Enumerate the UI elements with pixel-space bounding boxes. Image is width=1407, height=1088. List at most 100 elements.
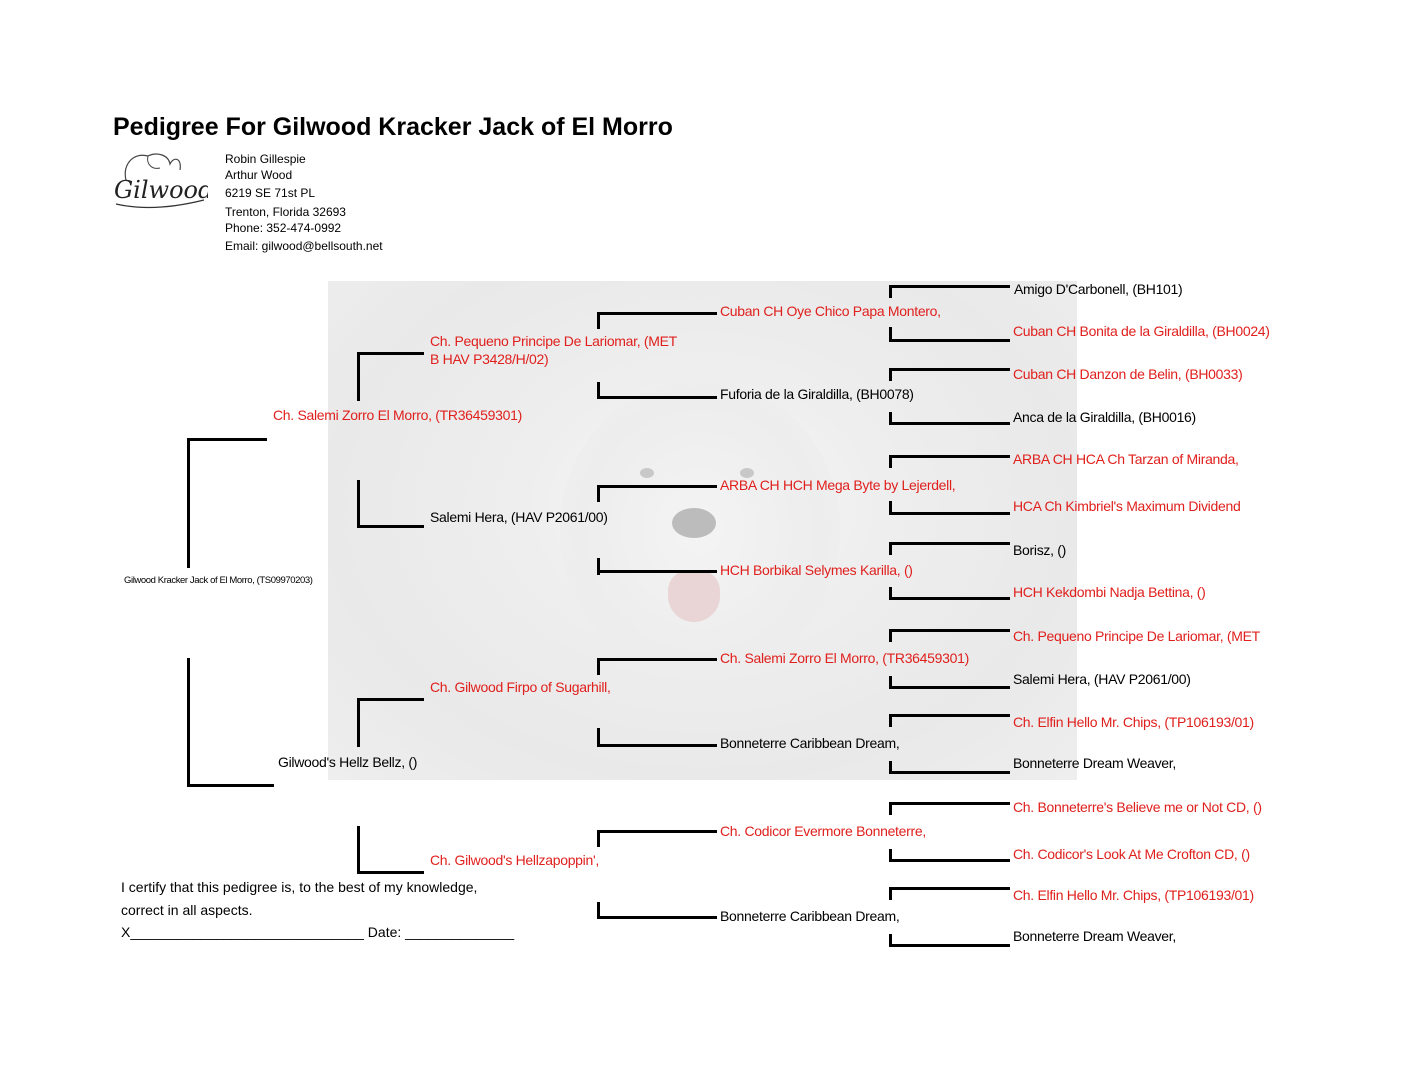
- bracket-g4b1: [889, 368, 892, 381]
- bracket-g4e2-arm: [889, 686, 1010, 689]
- gen4-h2: Bonneterre Dream Weaver,: [1013, 928, 1176, 944]
- gen3-b: Fuforia de la Giraldilla, (BH0078): [720, 386, 914, 402]
- gen4-a1: Amigo D'Carbonell, (BH101): [1014, 281, 1183, 297]
- bracket-g4b1-arm: [889, 368, 1010, 371]
- bracket-g3h-arm: [597, 916, 717, 919]
- gen4-e1: Ch. Pequeno Principe De Lariomar, (MET: [1013, 628, 1260, 644]
- gen4-c1: ARBA CH HCA Ch Tarzan of Miranda,: [1013, 451, 1239, 467]
- gen3-h: Bonneterre Caribbean Dream,: [720, 908, 900, 924]
- bracket-subject-top-arm: [187, 438, 267, 441]
- gen4-d2: HCH Kekdombi Nadja Bettina, (): [1013, 584, 1206, 600]
- bracket-g4c1-arm: [889, 455, 1010, 458]
- bracket-dam-top-arm: [357, 698, 424, 701]
- bracket-g4b2-arm: [889, 422, 1010, 425]
- svg-text:Gilwood: Gilwood: [114, 176, 208, 204]
- bracket-g4e1: [889, 629, 892, 642]
- bracket-g4d1: [889, 542, 892, 555]
- gen3-d: HCH Borbikal Selymes Karilla, (): [720, 562, 913, 578]
- gen3-e: Ch. Salemi Zorro El Morro, (TR36459301): [720, 650, 969, 666]
- contact-email: Email: gilwood@bellsouth.net: [225, 239, 383, 253]
- gen4-f2: Bonneterre Dream Weaver,: [1013, 755, 1176, 771]
- bracket-g3a-arm: [597, 312, 717, 315]
- bracket-g4h1: [889, 887, 892, 900]
- bracket-dam-top: [357, 698, 360, 747]
- certification-line-1: I certify that this pedigree is, to the …: [121, 879, 478, 895]
- gen2-sire-sire-line2: B HAV P3428/H/02): [430, 351, 549, 367]
- bracket-g4e2: [889, 676, 892, 689]
- bracket-g4h2-arm: [889, 944, 1010, 947]
- bracket-g4d2: [889, 587, 892, 600]
- bracket-sire-bottom-arm: [357, 525, 424, 528]
- gen3-a: Cuban CH Oye Chico Papa Montero,: [720, 303, 941, 319]
- gen2-sire-sire-line1: Ch. Pequeno Principe De Lariomar, (MET: [430, 333, 677, 349]
- bracket-sire-top: [357, 352, 360, 401]
- bracket-g4h1-arm: [889, 887, 1010, 890]
- bracket-g4e1-arm: [889, 629, 1010, 632]
- bracket-g4g2-arm: [889, 859, 1010, 862]
- gen2-sire-dam: Salemi Hera, (HAV P2061/00): [430, 509, 608, 525]
- bracket-g4a2-arm: [889, 339, 1010, 342]
- bracket-g4g2: [889, 849, 892, 862]
- gen4-f1: Ch. Elfin Hello Mr. Chips, (TP106193/01): [1013, 714, 1254, 730]
- gen4-a2: Cuban CH Bonita de la Giraldilla, (BH002…: [1013, 323, 1270, 339]
- bracket-g4f1-arm: [889, 714, 1010, 717]
- bracket-g4g1: [889, 802, 892, 815]
- gen3-f: Bonneterre Caribbean Dream,: [720, 735, 900, 751]
- bracket-sire-top-arm: [357, 352, 424, 355]
- page-title: Pedigree For Gilwood Kracker Jack of El …: [113, 113, 673, 141]
- bracket-subject-bottom-arm: [187, 784, 274, 787]
- bracket-g4f2-arm: [889, 771, 1010, 774]
- bracket-g3c-arm: [597, 485, 717, 488]
- signature-line: X______________________________ Date: __…: [121, 924, 515, 940]
- bracket-g3d-arm: [597, 570, 717, 573]
- bracket-g4a1-arm: [889, 285, 1010, 288]
- bracket-g3d: [597, 558, 600, 575]
- bracket-g4c2-arm: [889, 512, 1010, 515]
- gen2-dam-dam: Ch. Gilwood's Hellzapoppin',: [430, 852, 599, 868]
- bracket-sire-bottom: [357, 480, 360, 528]
- bracket-g3g: [597, 830, 600, 847]
- bracket-subject-top: [187, 438, 190, 568]
- bracket-g3a: [597, 312, 600, 329]
- subject-dog-name: Gilwood Kracker Jack of El Morro, (TS099…: [124, 575, 313, 586]
- dog-eye-right: [740, 468, 754, 478]
- gen4-b2: Anca de la Giraldilla, (BH0016): [1013, 409, 1196, 425]
- contact-city: Trenton, Florida 32693: [225, 205, 346, 219]
- bracket-g4a2: [889, 327, 892, 340]
- contact-name-2: Arthur Wood: [225, 168, 293, 182]
- contact-address: 6219 SE 71st PL: [225, 186, 316, 200]
- gen4-d1: Borisz, (): [1013, 542, 1067, 558]
- gen2-dam-sire: Ch. Gilwood Firpo of Sugarhill,: [430, 679, 611, 695]
- bracket-g4d2-arm: [889, 597, 1010, 600]
- certification-line-2: correct in all aspects.: [121, 902, 253, 918]
- dam-name: Gilwood's Hellz Bellz, (): [278, 754, 418, 770]
- bracket-g3f-arm: [597, 744, 717, 747]
- bracket-g3e: [597, 658, 600, 675]
- gen4-g1: Ch. Bonneterre's Believe me or Not CD, (…: [1013, 799, 1262, 815]
- bracket-subject-bottom: [187, 658, 190, 787]
- bracket-g4c1: [889, 455, 892, 468]
- gen3-g: Ch. Codicor Evermore Bonneterre,: [720, 823, 926, 839]
- bracket-dam-bottom: [357, 826, 360, 874]
- bracket-g4g1-arm: [889, 802, 1010, 805]
- bracket-g4a1: [889, 285, 892, 298]
- bracket-g3c: [597, 485, 600, 502]
- gen4-h1: Ch. Elfin Hello Mr. Chips, (TP106193/01): [1013, 887, 1254, 903]
- bracket-g3b-arm: [597, 396, 717, 399]
- contact-phone: Phone: 352-474-0992: [225, 221, 342, 235]
- contact-name-1: Robin Gillespie: [225, 152, 306, 166]
- bracket-g3f: [597, 728, 600, 745]
- gen4-b1: Cuban CH Danzon de Belin, (BH0033): [1013, 366, 1243, 382]
- sire-name: Ch. Salemi Zorro El Morro, (TR36459301): [273, 407, 522, 423]
- bracket-g4c2: [889, 501, 892, 514]
- gen4-g2: Ch. Codicor's Look At Me Crofton CD, (): [1013, 846, 1250, 862]
- bracket-g3h: [597, 902, 600, 919]
- bracket-g4b2: [889, 412, 892, 425]
- dog-eye-left: [640, 468, 654, 478]
- bracket-g4f1: [889, 714, 892, 727]
- bracket-g3b: [597, 382, 600, 399]
- gen4-e2: Salemi Hera, (HAV P2061/00): [1013, 671, 1191, 687]
- gen4-c2: HCA Ch Kimbriel's Maximum Dividend: [1013, 498, 1241, 514]
- dog-nose: [672, 508, 716, 538]
- bracket-g4d1-arm: [889, 542, 1010, 545]
